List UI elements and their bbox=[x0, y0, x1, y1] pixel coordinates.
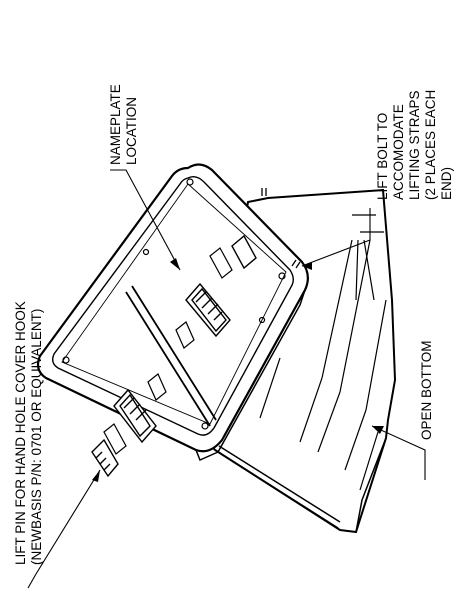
callout-lift-pin: LIFT PIN FOR HAND HOLE COVER HOOK (NEWBA… bbox=[13, 301, 44, 565]
callout-lift-bolt: LIFT BOLT TO ACCOMODATE LIFTING STRAPS (… bbox=[375, 90, 454, 200]
box-lid bbox=[36, 163, 309, 462]
callout-nameplate-line1: NAMEPLATE bbox=[108, 84, 123, 165]
callout-lift-bolt-line1: LIFT BOLT TO bbox=[375, 113, 390, 200]
nameplate-upper bbox=[185, 282, 231, 338]
callout-lift-bolt-line3: LIFTING STRAPS bbox=[407, 90, 422, 200]
callout-lift-bolt-line5: END) bbox=[439, 167, 454, 200]
callout-open-bottom: OPEN BOTTOM bbox=[419, 340, 434, 440]
callout-lift-bolt-line4: (2 PLACES EACH bbox=[423, 90, 438, 200]
handle-slots bbox=[103, 247, 233, 455]
callout-nameplate: NAMEPLATE LOCATION bbox=[108, 84, 139, 165]
leader-lines bbox=[27, 169, 426, 589]
callout-lift-pin-line2: (NEWBASIS P/N: 0701 OR EQUIVALENT) bbox=[29, 309, 44, 565]
callout-lift-pin-line1: LIFT PIN FOR HAND HOLE COVER HOOK bbox=[13, 301, 28, 565]
callout-lift-bolt-line2: ACCOMODATE bbox=[391, 104, 406, 200]
arrowheads bbox=[92, 258, 384, 482]
callout-nameplate-line2: LOCATION bbox=[124, 97, 139, 165]
callout-open-bottom-line1: OPEN BOTTOM bbox=[419, 340, 434, 440]
nameplate-lower bbox=[113, 388, 157, 444]
lift-bolts bbox=[261, 188, 301, 269]
lift-pin bbox=[91, 234, 257, 478]
